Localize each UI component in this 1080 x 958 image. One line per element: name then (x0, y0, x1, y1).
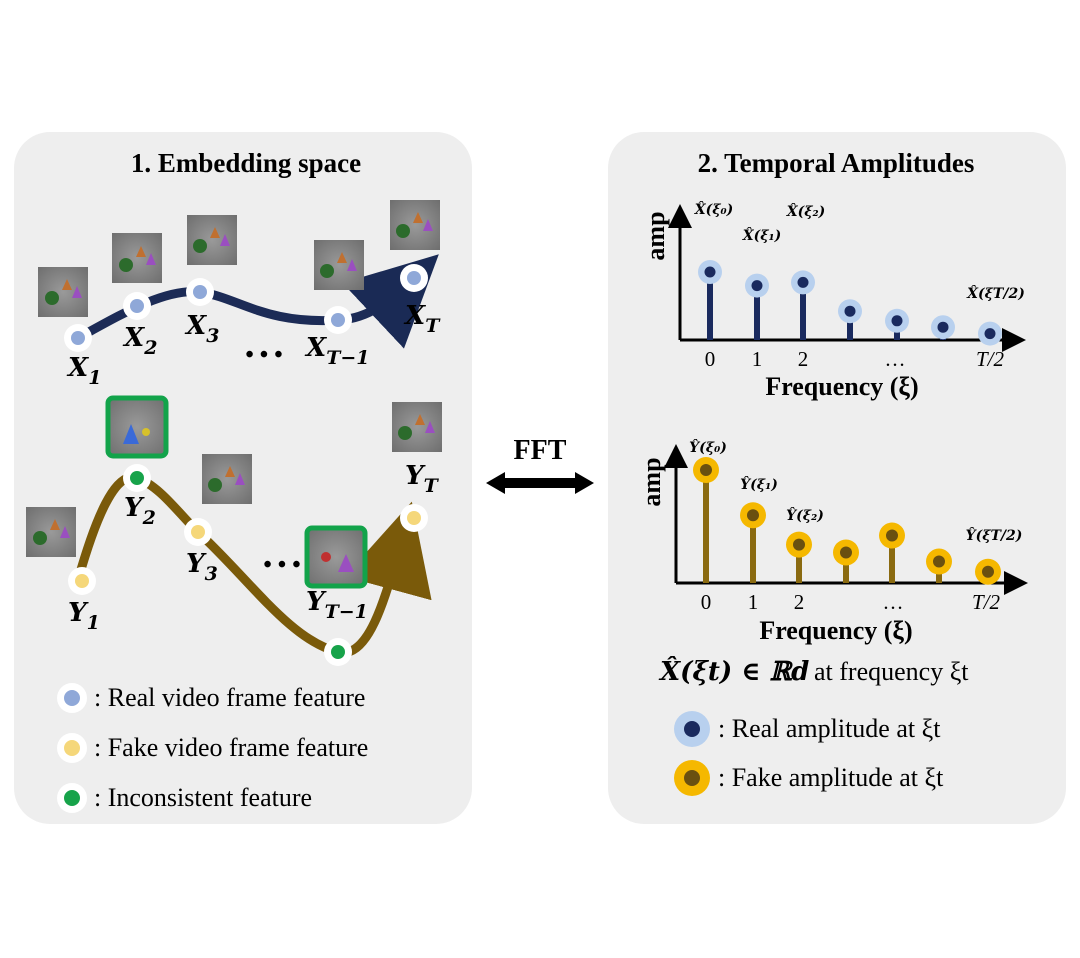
feature-label: X3 (184, 311, 219, 347)
frame-thumbnail (392, 402, 442, 452)
feature-label: XT (403, 301, 441, 337)
frame-thumbnail (38, 267, 88, 317)
inconsistent-frame-thumbnail (105, 395, 169, 459)
legend-fake-feature: : Fake video frame feature (57, 733, 368, 763)
amplitude-marker (982, 565, 994, 578)
x-tick-label: 0 (705, 347, 716, 371)
inconsistent-feature-node (123, 464, 151, 492)
amplitude-marker (844, 305, 856, 317)
frame-thumbnail (202, 454, 252, 504)
svg-text:: Real video frame feature: : Real video frame feature (94, 683, 365, 712)
ellipsis: • • • (263, 552, 300, 578)
svg-text:: Fake video frame feature: : Fake video frame feature (94, 733, 368, 762)
x-tick-label: 2 (794, 590, 805, 614)
right-panel-title: 2. Temporal Amplitudes (698, 148, 975, 178)
x-tick-label: 2 (798, 347, 809, 371)
x-tick-label: … (883, 590, 904, 614)
feature-label: XT−1 (304, 333, 369, 369)
ellipsis: • • • (245, 342, 282, 368)
real-amplitude-chart: amp Frequency (ξ) 0 1 2 … T/2 X̂(ξ₀) X̂(… (641, 200, 1026, 401)
legend-real-amplitude: : Real amplitude at ξt (674, 711, 941, 747)
amplitude-label: Ŷ(ξ₂) (786, 506, 824, 524)
real-feature-node (324, 306, 352, 334)
fft-label: FFT (514, 435, 567, 466)
left-panel-title: 1. Embedding space (131, 148, 361, 178)
svg-text:: Inconsistent feature: : Inconsistent feature (94, 783, 312, 812)
amplitude-marker (840, 546, 852, 559)
amplitude-marker (886, 529, 898, 542)
amplitude-marker (793, 538, 805, 551)
feature-label: Y3 (186, 549, 218, 585)
legend-fake-amplitude: : Fake amplitude at ξt (674, 760, 944, 796)
real-feature-node (186, 278, 214, 306)
svg-text:: Real amplitude at ξt: : Real amplitude at ξt (718, 714, 941, 743)
amplitude-marker (751, 280, 763, 292)
amplitude-label: Ŷ(ξ₁) (740, 475, 778, 493)
formula-lhs: X̂(ξt) ∈ ℝd (658, 656, 809, 687)
x-tick-label: 1 (752, 347, 763, 371)
amplitude-label: X̂(ξ₁) (742, 226, 782, 244)
real-feature-node (123, 292, 151, 320)
x-axis-label: Frequency (ξ) (759, 616, 912, 645)
inconsistent-frame-thumbnail (304, 525, 368, 589)
feature-label: X2 (122, 323, 157, 359)
legend-inconsistent-feature: : Inconsistent feature (57, 783, 312, 813)
amplitude-marker (797, 276, 809, 288)
amplitude-marker (937, 321, 949, 333)
formula-rhs: at frequency ξt (814, 657, 969, 686)
feature-label: X1 (66, 353, 101, 389)
feature-label: Y2 (124, 493, 156, 529)
x-tick-label: … (885, 347, 906, 371)
x-tick-label: T/2 (976, 347, 1005, 371)
fake-feature-node (68, 567, 96, 595)
amplitude-label: X̂(ξ₂) (786, 202, 826, 220)
frame-thumbnail (314, 240, 364, 290)
amplitude-marker (747, 509, 759, 522)
fake-trajectory-arrow (73, 472, 432, 658)
amplitude-marker (891, 315, 903, 327)
x-axis-label: Frequency (ξ) (765, 372, 918, 401)
y-axis-label: amp (637, 457, 666, 506)
amplitude-label: X̂(ξT/2) (966, 284, 1025, 302)
frame-thumbnail (112, 233, 162, 283)
fake-amplitude-chart: amp Frequency (ξ) 0 1 2 … T/2 Ŷ(ξ₀) Ŷ(ξ₁… (637, 438, 1028, 645)
frequency-formula: X̂(ξt) ∈ ℝd at frequency ξt (658, 656, 969, 687)
frame-thumbnail (390, 200, 440, 250)
feature-label: Y1 (68, 598, 100, 634)
amplitude-label: X̂(ξ₀) (694, 200, 734, 218)
amplitude-label: Ŷ(ξ₀) (689, 438, 727, 456)
right-panel (608, 132, 1066, 824)
fft-double-arrow (486, 472, 594, 494)
feature-label: YT−1 (306, 587, 368, 623)
feature-label: YT (405, 461, 440, 497)
fake-feature-node (400, 504, 428, 532)
amplitude-marker (704, 266, 716, 278)
inconsistent-feature-node (324, 638, 352, 666)
amplitude-marker (933, 555, 945, 568)
frame-thumbnail (26, 507, 76, 557)
frame-thumbnail (187, 215, 237, 265)
amplitude-marker (984, 328, 996, 340)
real-feature-node (64, 324, 92, 352)
y-axis-label: amp (641, 211, 670, 260)
x-tick-label: T/2 (972, 590, 1001, 614)
amplitude-marker (700, 464, 712, 476)
fake-feature-node (184, 518, 212, 546)
amplitude-label: Ŷ(ξT/2) (966, 526, 1023, 544)
x-tick-label: 1 (748, 590, 759, 614)
svg-text:: Fake amplitude at ξt: : Fake amplitude at ξt (718, 763, 944, 792)
legend-real-feature: : Real video frame feature (57, 683, 365, 713)
real-feature-node (400, 264, 428, 292)
x-tick-label: 0 (701, 590, 712, 614)
